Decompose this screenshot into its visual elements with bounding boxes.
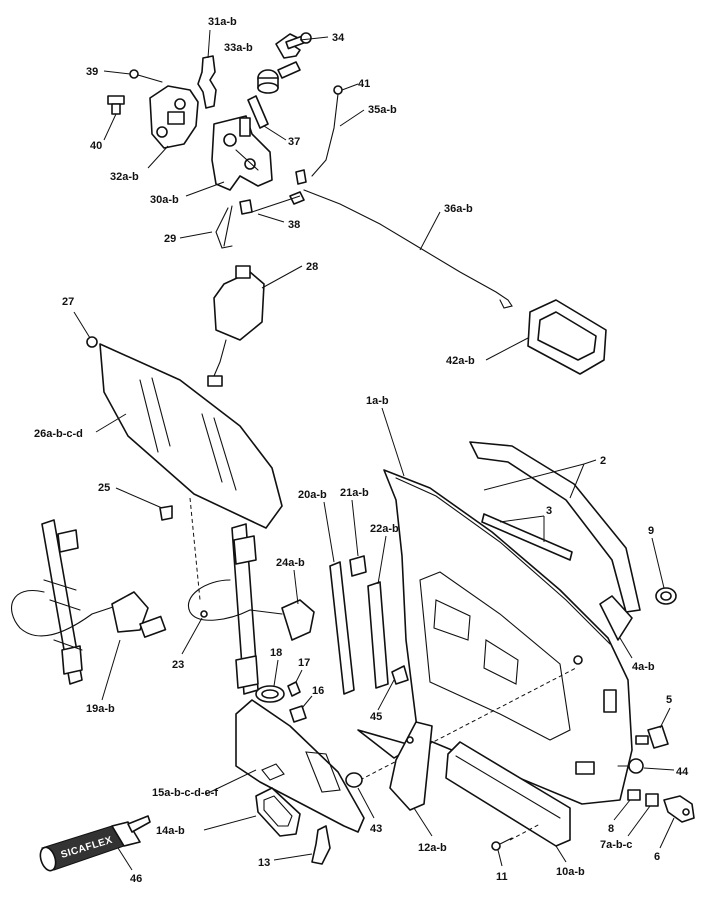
label-4ab: 4a-b — [632, 661, 655, 673]
label-18: 18 — [270, 647, 282, 659]
label-36ab: 36a-b — [444, 203, 473, 215]
part-1-door-shell — [383, 469, 633, 805]
part-34-key — [275, 32, 312, 59]
label-11: 11 — [496, 871, 508, 883]
part-18-ring — [255, 685, 285, 703]
label-35ab: 35a-b — [368, 104, 397, 116]
part-12-mirror-bracket — [357, 721, 433, 811]
part-43-knob — [345, 772, 363, 788]
label-5: 5 — [666, 694, 672, 706]
part-22-channel — [367, 581, 389, 689]
label-9: 9 — [648, 525, 654, 537]
part-17-clip — [287, 681, 301, 697]
label-38: 38 — [288, 219, 300, 231]
part-10-armrest — [445, 741, 571, 847]
label-19ab: 19a-b — [86, 703, 115, 715]
part-19-regulator-electric — [11, 519, 167, 685]
part-9-plug — [655, 587, 677, 605]
label-26abcd: 26a-b-c-d — [34, 428, 83, 440]
part-20-channel — [329, 561, 355, 695]
label-40: 40 — [90, 140, 102, 152]
label-27: 27 — [62, 296, 74, 308]
part-36-long-rod — [303, 189, 513, 309]
label-31ab: 31a-b — [208, 16, 237, 28]
label-23: 23 — [172, 659, 184, 671]
part-13-handle — [311, 825, 331, 865]
label-37: 37 — [288, 136, 300, 148]
part-33-lock-barrel — [257, 61, 301, 94]
part-4-mirror-patch — [599, 595, 633, 641]
label-43: 43 — [370, 823, 382, 835]
part-23-pin — [200, 610, 208, 618]
label-39: 39 — [86, 66, 98, 78]
part-38-clips — [239, 169, 307, 215]
label-45: 45 — [370, 711, 382, 723]
label-17: 17 — [298, 657, 310, 669]
part-11-screw — [491, 837, 513, 851]
label-15abcdef: 15a-b-c-d-e-f — [152, 787, 218, 799]
part-37-lever — [247, 95, 269, 129]
part-8-washer — [627, 789, 641, 801]
part-6-bracket — [663, 795, 695, 823]
part-14-bezel — [255, 787, 301, 837]
part-3-lower-seal — [481, 513, 573, 561]
part-45-clip — [391, 665, 409, 685]
part-29-link-rod — [215, 205, 233, 249]
label-33ab: 33a-b — [224, 42, 253, 54]
part-39-screw — [129, 69, 163, 83]
part-7-nut — [645, 793, 659, 807]
label-34: 34 — [332, 32, 345, 44]
label-7abc: 7a-b-c — [600, 839, 632, 851]
part-30-lock-mechanism — [211, 115, 273, 191]
label-46: 46 — [130, 873, 142, 885]
label-29: 29 — [164, 233, 176, 245]
part-44-knob — [617, 758, 644, 774]
label-24ab: 24a-b — [276, 557, 305, 569]
part-21-clip — [349, 555, 367, 577]
part-27-grommet — [86, 336, 98, 348]
label-44: 44 — [676, 766, 689, 778]
part-28-actuator — [207, 265, 265, 387]
part-26-window-glass — [99, 343, 283, 529]
label-22ab: 22a-b — [370, 523, 399, 535]
label-2: 2 — [600, 455, 606, 467]
label-28: 28 — [306, 261, 318, 273]
part-31-bracket — [197, 55, 217, 109]
label-3: 3 — [546, 505, 552, 517]
label-42ab: 42a-b — [446, 355, 475, 367]
label-14ab: 14a-b — [156, 825, 185, 837]
label-16: 16 — [312, 685, 324, 697]
part-46-sealant-tube — [39, 815, 151, 872]
label-20ab: 20a-b — [298, 489, 327, 501]
part-32-striker — [149, 85, 199, 149]
label-12ab: 12a-b — [418, 842, 447, 854]
label-6: 6 — [654, 851, 660, 863]
label-1ab: 1a-b — [366, 395, 389, 407]
part-16-clip — [289, 705, 307, 723]
part-42-handle — [527, 299, 607, 375]
label-10ab: 10a-b — [556, 866, 585, 878]
part-41-knob — [333, 85, 343, 95]
label-25: 25 — [98, 482, 110, 494]
label-13: 13 — [258, 857, 270, 869]
part-24-regulator — [187, 523, 315, 695]
label-30ab: 30a-b — [150, 194, 179, 206]
label-32ab: 32a-b — [110, 171, 139, 183]
label-41: 41 — [358, 78, 370, 90]
part-5-hinge — [635, 725, 669, 749]
part-40-bolt — [107, 95, 125, 115]
label-8: 8 — [608, 823, 614, 835]
label-21ab: 21a-b — [340, 487, 369, 499]
part-25-clip — [159, 505, 173, 521]
part-35-rod — [311, 93, 339, 177]
